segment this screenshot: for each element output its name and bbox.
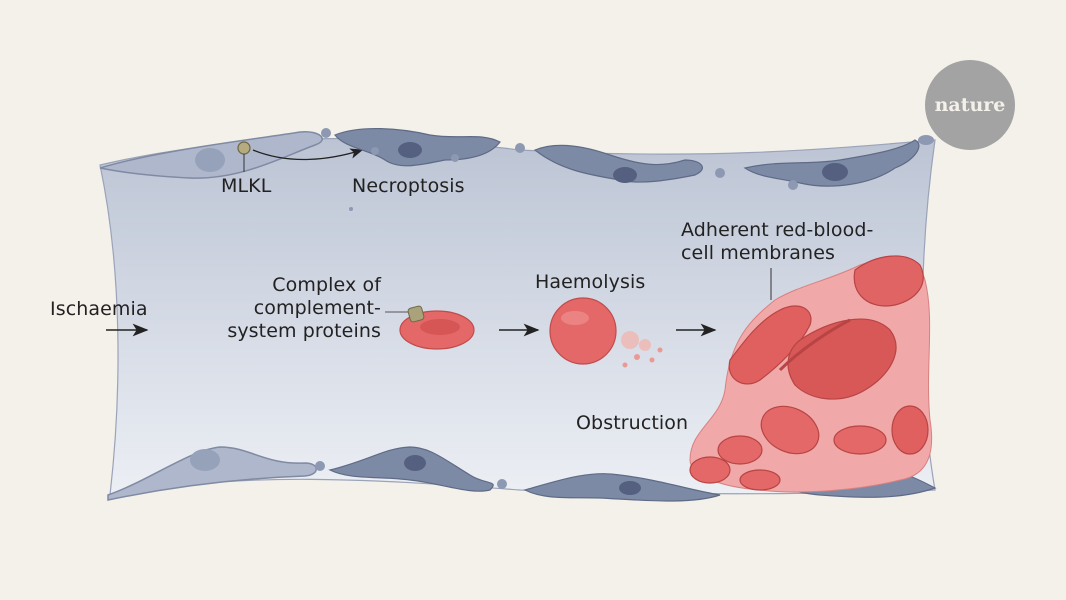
necroptotic-cell-top-3 [743, 135, 934, 190]
complement-complex-label-line-3: system proteins [227, 320, 381, 342]
necroptotic-cell-top-2 [515, 143, 725, 183]
ischaemia-label: Ischaemia [50, 298, 148, 320]
haemolysing-red-blood-cell [549, 297, 663, 368]
mlkl-protein-icon [237, 141, 251, 172]
necroptotic-cell-top-1 [321, 128, 501, 167]
endothelial-cell-bottom [107, 446, 325, 501]
necroptosis-label: Necroptosis [352, 175, 465, 197]
adherent-membranes-label-line-2: cell membranes [681, 242, 835, 264]
complement-complex-label: Complex of complement- system proteins [220, 274, 381, 343]
endothelial-cell-top [99, 131, 323, 179]
adherent-membranes-label: Adherent red-blood- cell membranes [681, 219, 873, 265]
complement-complex-label-line-2: complement- [253, 297, 381, 319]
red-blood-cell-with-complement [385, 305, 475, 350]
adherent-membranes-label-line-1: Adherent red-blood- [681, 219, 874, 241]
haemolysis-label: Haemolysis [535, 271, 646, 293]
mlkl-label: MLKL [221, 175, 272, 197]
necroptotic-cell-bottom-1 [328, 446, 507, 492]
complement-complex-label-line-1: Complex of [272, 274, 381, 296]
nature-logo: nature [925, 60, 1015, 150]
obstructing-rbc-clump [689, 255, 933, 493]
necroptosis-arrow [252, 148, 364, 161]
obstruction-label: Obstruction [576, 412, 689, 434]
debris-particle [349, 207, 353, 211]
